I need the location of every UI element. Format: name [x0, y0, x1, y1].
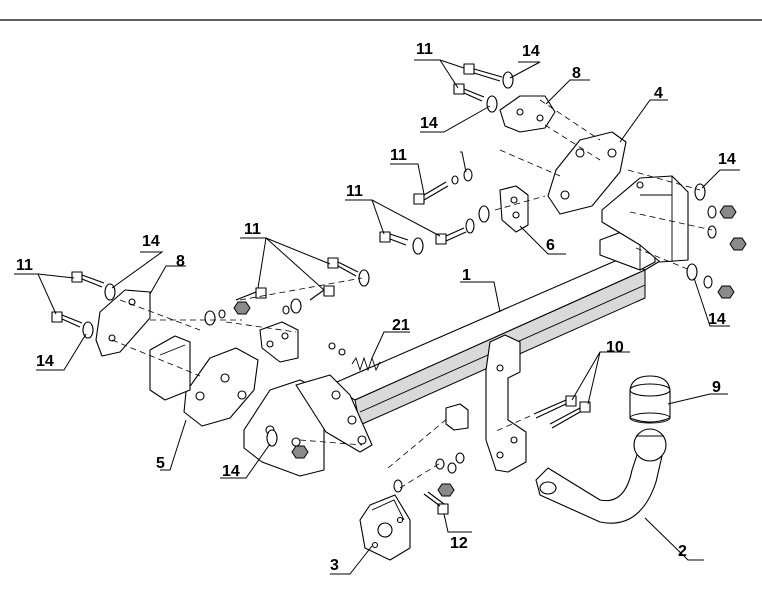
part-3-socket-plate [359, 494, 411, 561]
label-part-11-mid-a: 11 [390, 147, 407, 164]
assembly-dashed-lines [111, 99, 713, 489]
label-part-2: 2 [678, 543, 687, 560]
label-part-5: 5 [156, 455, 165, 472]
bolt-upper-2 [453, 83, 485, 102]
label-part-14-left-bottom: 14 [36, 353, 54, 370]
bolt-left-2 [51, 311, 83, 328]
label-part-8-upper: 8 [572, 65, 581, 82]
label-part-12: 12 [450, 535, 468, 552]
part-4-right-bracket [547, 131, 689, 263]
label-part-8-lower: 8 [176, 253, 185, 270]
part-21-spring [328, 342, 381, 372]
leader-lines [14, 59, 740, 575]
part-8-lower-plate [95, 289, 151, 357]
label-part-14-top: 14 [522, 43, 540, 60]
bolt-left-1 [71, 271, 105, 288]
label-part-14-lower: 14 [222, 463, 240, 480]
label-part-4: 4 [654, 85, 663, 102]
hitch-mount-plate [445, 334, 527, 473]
bolt-center-1 [235, 287, 267, 301]
label-part-14-left-top: 14 [142, 233, 160, 250]
label-part-1: 1 [462, 267, 471, 284]
bolt-center-2 [327, 257, 359, 277]
bolt-mid-3 [435, 227, 467, 245]
small-bracket-center [259, 321, 299, 363]
bolts-11 [51, 63, 591, 515]
label-part-11-top: 11 [416, 41, 433, 58]
label-part-6: 6 [546, 237, 555, 254]
label-part-11-left: 11 [16, 257, 33, 274]
part-2-tow-ball [535, 428, 667, 524]
label-part-3: 3 [330, 557, 339, 574]
bolt-10-a [533, 395, 577, 419]
bolt-mid-1 [413, 181, 449, 205]
label-part-14-upper: 14 [420, 115, 438, 132]
part-8-upper-plate [499, 95, 556, 133]
label-part-9: 9 [712, 379, 721, 396]
bolt-12 [423, 491, 449, 515]
label-part-14-right-bottom: 14 [708, 311, 726, 328]
bolt-center-3 [309, 285, 335, 301]
label-part-14-right-top: 14 [718, 151, 736, 168]
bolt-10-b [549, 401, 591, 429]
part-number-labels: 1 2 3 4 5 6 8 8 9 10 11 11 11 11 11 12 1… [16, 41, 736, 574]
bolt-upper-1 [463, 63, 503, 82]
part-5-left-bracket [149, 335, 373, 477]
bolt-mid-2 [379, 231, 409, 246]
part-9-ball-cover [629, 375, 671, 424]
part-6-small-bracket [499, 185, 529, 233]
label-part-11-center: 11 [244, 221, 261, 238]
label-part-11-mid-b: 11 [346, 183, 363, 200]
label-part-21: 21 [392, 317, 410, 334]
label-part-10: 10 [606, 339, 624, 356]
